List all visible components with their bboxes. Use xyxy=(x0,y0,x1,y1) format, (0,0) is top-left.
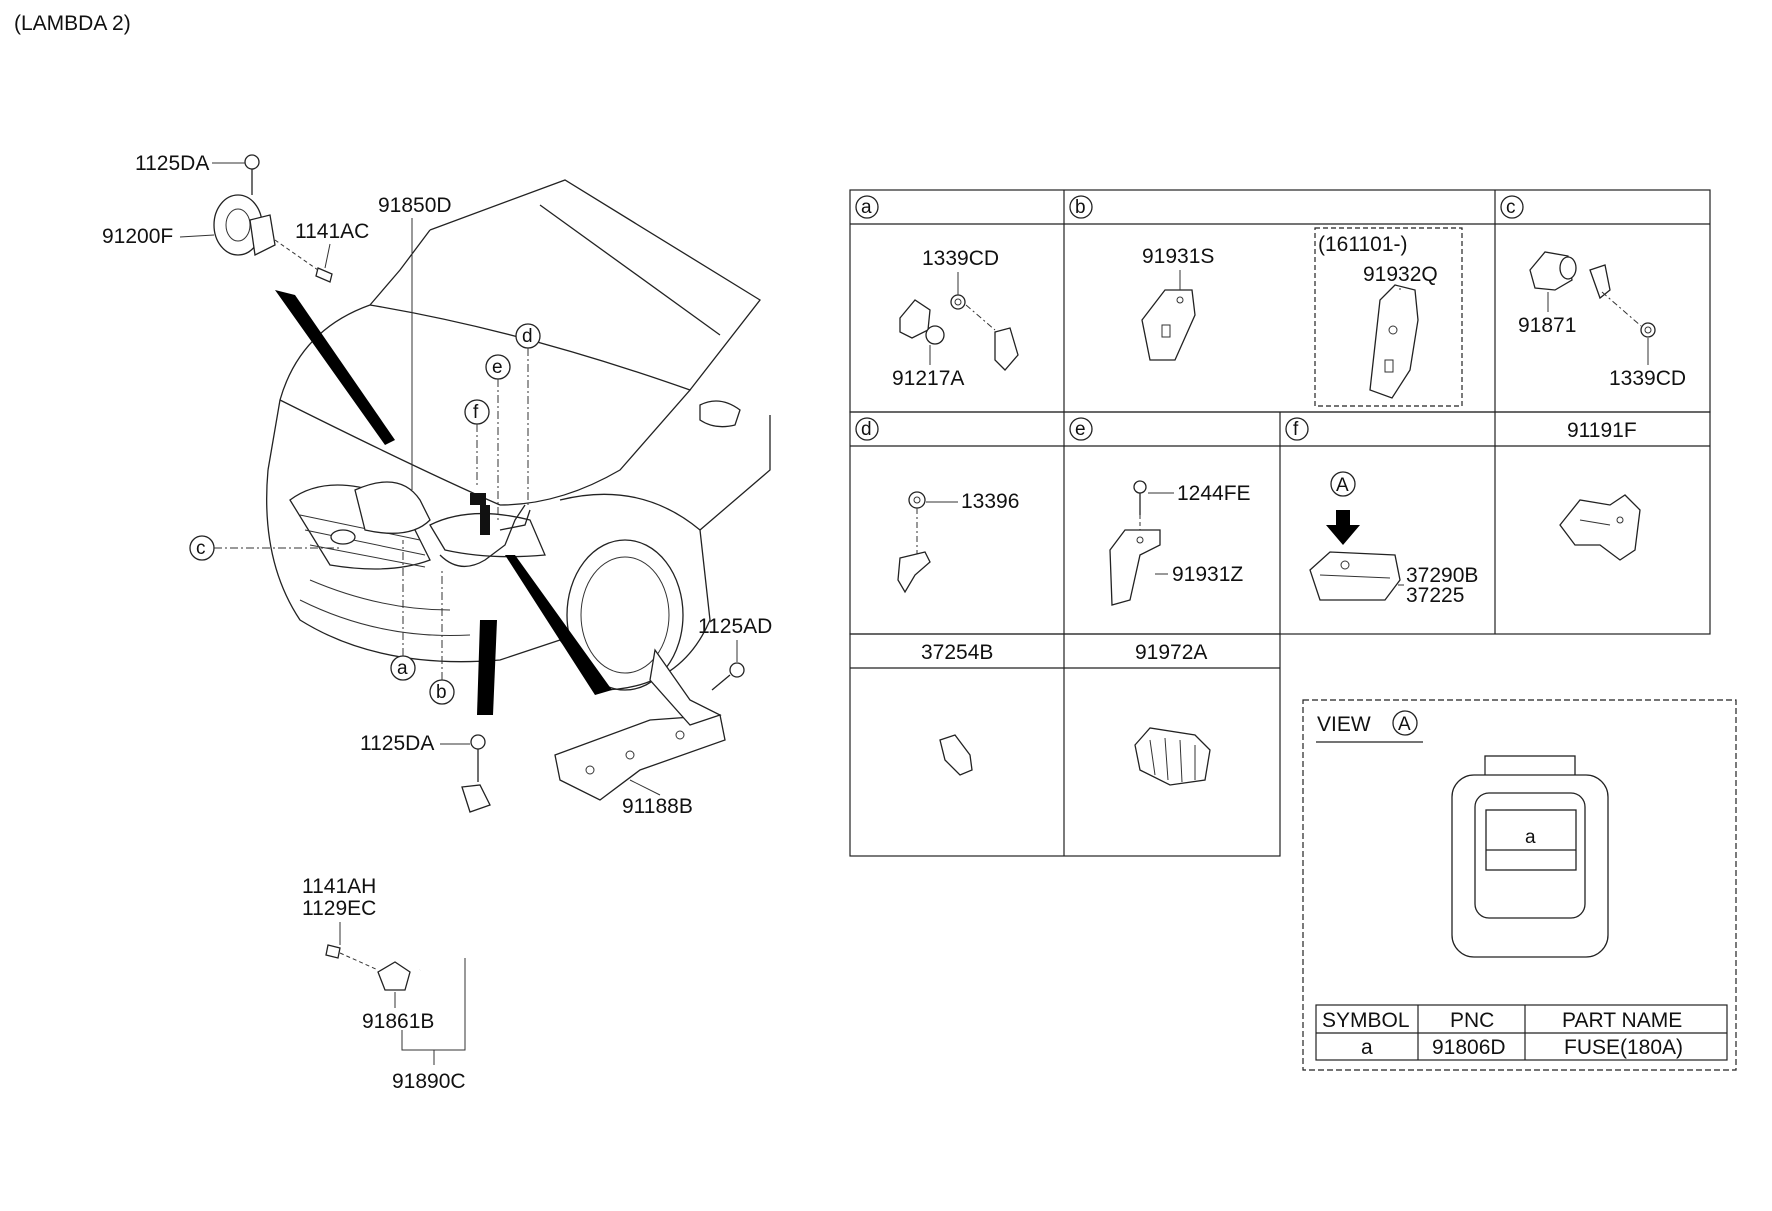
cell-c-label-1339CD: 1339CD xyxy=(1609,367,1686,390)
callout-1125DA-top: 1125DA xyxy=(135,152,209,175)
cell-c-label-91871: 91871 xyxy=(1518,314,1576,337)
view-marker-A: A xyxy=(1398,714,1411,735)
arrow-down-icon xyxy=(1326,510,1360,545)
wiring-band xyxy=(477,620,497,715)
wiring-band xyxy=(505,555,612,695)
cell-d-parts xyxy=(897,491,931,594)
cell-37254B-part xyxy=(939,734,973,776)
marker-b: b xyxy=(429,570,455,705)
table-header-symbol: SYMBOL xyxy=(1322,1009,1410,1032)
battery-terminal-91200F xyxy=(213,154,333,283)
view-title: VIEW xyxy=(1317,713,1371,736)
cell-f-parts: A xyxy=(1309,471,1401,601)
marker-a: a xyxy=(390,540,416,681)
callout-1129EC: 1129EC xyxy=(302,897,376,920)
svg-text:A: A xyxy=(1336,475,1349,496)
cell-b-date: (161101-) xyxy=(1318,233,1408,256)
cell-37254B-header: 37254B xyxy=(921,641,993,664)
svg-text:e: e xyxy=(492,357,503,378)
table-cell-symbol: a xyxy=(1361,1036,1373,1059)
callout-1125AD: 1125AD xyxy=(698,615,772,638)
table-header-pnc: PNC xyxy=(1450,1009,1494,1032)
marker-f: f xyxy=(464,399,490,485)
cell-91191F-part xyxy=(1559,494,1641,561)
cell-a-header: a xyxy=(855,195,879,219)
marker-d: d xyxy=(515,323,541,505)
svg-text:c: c xyxy=(196,538,206,559)
cell-f-header: f xyxy=(1285,417,1309,441)
callout-1125DA-mid: 1125DA xyxy=(360,732,434,755)
callout-91890C: 91890C xyxy=(392,1070,466,1093)
svg-text:f: f xyxy=(473,402,479,423)
cell-e-parts xyxy=(1109,480,1161,606)
cell-e-header: e xyxy=(1069,417,1093,441)
cell-b-parts xyxy=(1141,227,1463,407)
table-header-part-name: PART NAME xyxy=(1562,1009,1682,1032)
cell-f-label-37290B: 37290B xyxy=(1406,564,1478,587)
svg-text:e: e xyxy=(1075,419,1086,440)
fuse-table: SYMBOL PNC PART NAME a 91806D FUSE(180A) xyxy=(1315,1004,1728,1061)
cell-c-parts xyxy=(1529,251,1656,338)
cell-c-header: c xyxy=(1500,195,1524,219)
svg-text:d: d xyxy=(522,326,533,347)
marker-A: A xyxy=(1330,471,1356,497)
svg-text:a: a xyxy=(861,197,872,218)
cell-e-label-1244FE: 1244FE xyxy=(1177,482,1251,505)
cell-d-header: d xyxy=(855,417,879,441)
svg-text:f: f xyxy=(1293,419,1299,440)
hyundai-emblem xyxy=(330,529,356,545)
marker-c: c xyxy=(189,535,340,561)
cell-b-label-91932Q: 91932Q xyxy=(1363,263,1438,286)
view-a-panel: VIEW A a xyxy=(1302,699,1737,1071)
callout-1141AC: 1141AC xyxy=(295,220,369,243)
cell-91972A-part xyxy=(1134,727,1211,786)
cell-a-label-91217A: 91217A xyxy=(892,367,964,390)
bracket-91188B xyxy=(554,648,745,801)
vehicle-front-illustration xyxy=(266,179,771,715)
svg-text:a: a xyxy=(397,658,408,679)
cell-a-parts xyxy=(899,294,1019,371)
ground-cable-91890C xyxy=(325,734,522,991)
cell-a-label-1339CD: 1339CD xyxy=(922,247,999,270)
svg-text:d: d xyxy=(861,419,872,440)
callout-91861B: 91861B xyxy=(362,1010,434,1033)
cell-d-label-13396: 13396 xyxy=(961,490,1019,513)
table-cell-part-name: FUSE(180A) xyxy=(1564,1036,1683,1059)
wiring-band xyxy=(275,290,395,445)
cell-91191F-header: 91191F xyxy=(1567,419,1637,442)
variant-label: (LAMBDA 2) xyxy=(14,12,131,35)
cell-b-label-91931S: 91931S xyxy=(1142,245,1214,268)
svg-text:c: c xyxy=(1506,197,1516,218)
detail-grid xyxy=(849,189,1711,857)
table-cell-pnc: 91806D xyxy=(1432,1036,1506,1059)
cell-91972A-header: 91972A xyxy=(1135,641,1207,664)
callout-91188B: 91188B xyxy=(622,795,693,818)
cell-b-header: b xyxy=(1069,195,1093,219)
callout-91850D: 91850D xyxy=(378,194,452,217)
callout-1141AH: 1141AH xyxy=(302,875,376,898)
fuse-symbol-label: a xyxy=(1525,827,1536,848)
cell-e-label-91931Z: 91931Z xyxy=(1172,563,1243,586)
svg-text:b: b xyxy=(1075,197,1086,218)
svg-text:b: b xyxy=(436,682,447,703)
callout-91200F: 91200F xyxy=(102,225,173,248)
cell-f-label-37225: 37225 xyxy=(1406,584,1464,607)
marker-e: e xyxy=(485,354,511,520)
